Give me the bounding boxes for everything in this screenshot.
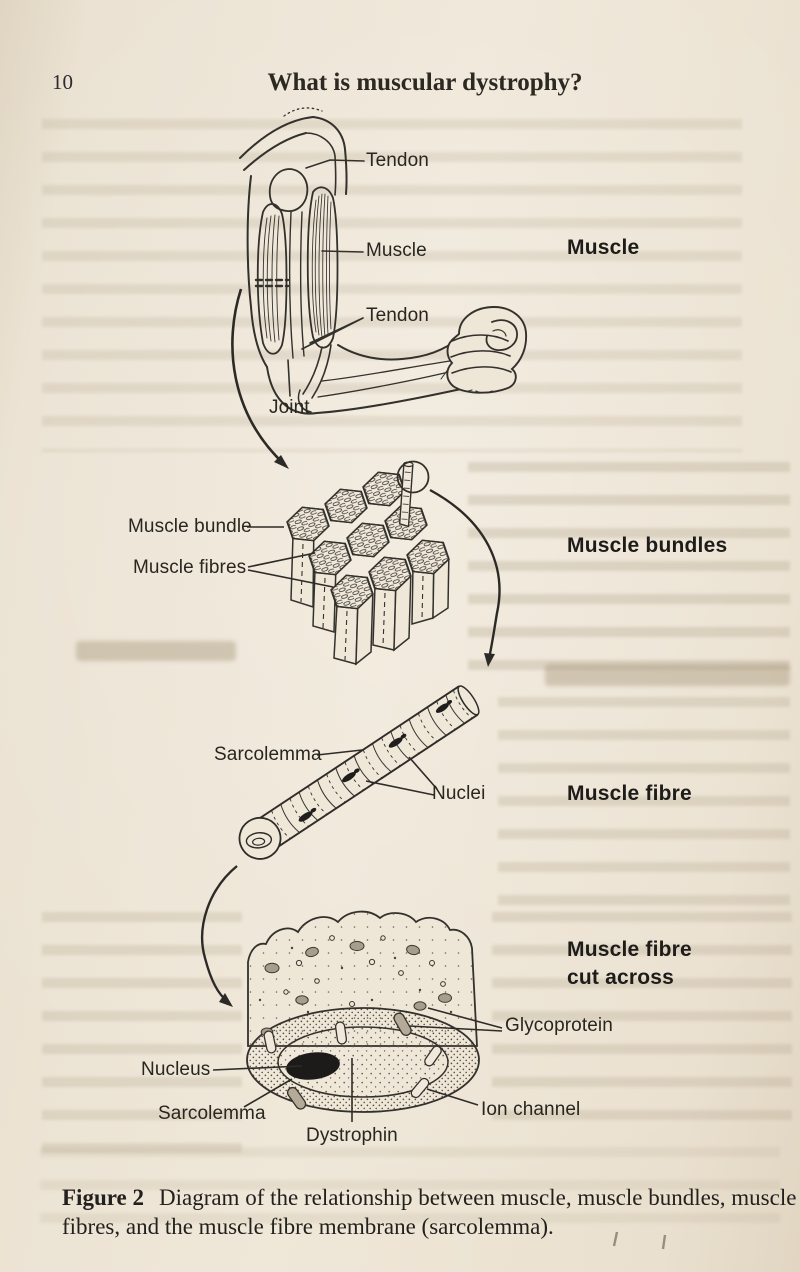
single-fibre-rod (396, 460, 430, 528)
arm-leader-lines (287, 159, 365, 397)
fibre-nuclei (298, 699, 453, 822)
cross-section-leader-lines (212, 1007, 503, 1122)
triceps-muscle (254, 203, 290, 355)
label-ion-channel: Ion channel (481, 1099, 581, 1120)
arrow-bundles-to-fibre (429, 488, 501, 667)
muscle-bundles-illustration (247, 460, 453, 666)
fist (446, 306, 528, 394)
label-nucleus: Nucleus (141, 1059, 211, 1080)
fibre-end-cap (238, 816, 282, 860)
label-dystrophin: Dystrophin (306, 1125, 398, 1146)
side-label-muscle-fibre-cut-across: Muscle fibre cut across (567, 936, 692, 992)
page-title: What is muscular dystrophy? (267, 69, 583, 96)
scan-marks (612, 1231, 667, 1250)
label-sarcolemma-cross-section: Sarcolemma (158, 1103, 266, 1124)
arrow-fibre-to-crosssection (201, 865, 238, 1007)
label-joint: Joint (269, 397, 310, 418)
side-label-muscle-fibre: Muscle fibre (567, 782, 692, 805)
magnifier-circle (396, 460, 430, 494)
label-muscle-fibres: Muscle fibres (133, 557, 247, 578)
cut-surface-dots (258, 946, 453, 1014)
bundle-leader-lines (247, 526, 334, 588)
cut-surface-specks (283, 935, 446, 1007)
sarcolemma-ring (247, 1008, 480, 1112)
side-label-cut-line1: Muscle fibre (567, 938, 692, 961)
page-number: 10 (52, 70, 73, 94)
side-label-muscle: Muscle (567, 236, 640, 259)
label-tendon-bottom: Tendon (366, 305, 429, 326)
side-label-muscle-bundles: Muscle bundles (567, 534, 728, 557)
arm-illustration (239, 107, 528, 415)
cross-section-nucleus (286, 1052, 340, 1080)
label-tendon-top: Tendon (366, 150, 429, 171)
side-label-cut-line2: cut across (567, 966, 675, 989)
muscle-fibre-illustration (238, 685, 480, 860)
label-muscle-bundle: Muscle bundle (128, 516, 252, 537)
label-sarcolemma-fibre: Sarcolemma (214, 744, 322, 765)
figure-caption-label: Figure 2 (62, 1185, 144, 1210)
label-glycoprotein: Glycoprotein (505, 1015, 613, 1036)
biceps-muscle (306, 186, 339, 349)
figure-caption-text: Diagram of the relationship between musc… (62, 1185, 797, 1239)
fibre-leader-lines (316, 749, 438, 796)
arrow-arm-to-bundles (231, 288, 289, 469)
label-muscle: Muscle (366, 240, 427, 261)
cross-section-illustration (212, 910, 503, 1122)
membrane-pegs (263, 1012, 442, 1110)
label-nuclei: Nuclei (432, 783, 486, 804)
